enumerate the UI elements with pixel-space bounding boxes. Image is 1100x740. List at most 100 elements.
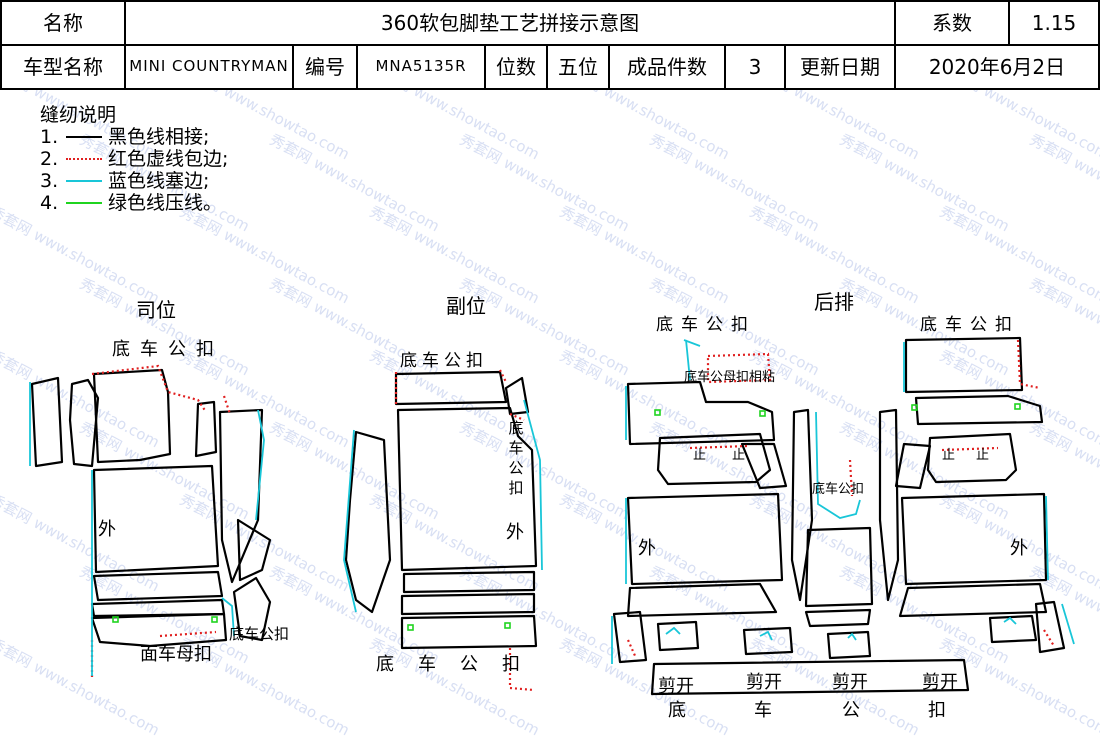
label-cut-1: 剪开 — [658, 676, 694, 697]
legend-num: 3. — [40, 170, 59, 192]
driver-piece-heel — [92, 368, 172, 464]
section-title-driver: 司位 — [136, 298, 176, 322]
driver-piece-side-3 — [236, 518, 272, 582]
label-clip-passenger: 底车公扣 — [400, 351, 488, 371]
driver-piece-side-1 — [194, 400, 218, 458]
passenger-mat-pieces — [344, 370, 538, 650]
red-hem-rear-ends — [626, 629, 1055, 659]
driver-piece-strip-1 — [92, 570, 224, 602]
legend-title: 缝纫说明 — [40, 104, 117, 126]
rear-tunnel-right — [878, 408, 900, 602]
cyan-passenger-left — [343, 429, 357, 613]
rear-left-top — [626, 380, 776, 446]
code-label: 编号 — [292, 44, 358, 90]
legend-line-red — [66, 158, 102, 160]
red-hem-rear-stop-right — [941, 446, 999, 452]
rear-right-top-2 — [914, 394, 1044, 426]
legend-line-black — [66, 136, 102, 138]
name-label: 名称 — [0, 0, 126, 46]
driver-piece-main — [92, 464, 220, 574]
label-outer-driver: 外 — [98, 519, 116, 540]
rear-right-top — [904, 336, 1024, 394]
label-clip-bond: 底车公母扣相粘 — [684, 370, 776, 385]
label-stop-1: 止 — [693, 448, 707, 463]
rear-tunnel-center — [804, 526, 874, 608]
cyan-driver-side — [255, 409, 265, 521]
rear-left-tab — [740, 442, 788, 490]
rear-clip-box-1 — [656, 620, 700, 652]
green-stitch-marks — [112, 403, 1021, 631]
rear-clip-box-3 — [826, 630, 872, 660]
passenger-piece-left — [344, 430, 392, 614]
green-mark — [407, 624, 414, 631]
legend-line-blue — [66, 180, 102, 182]
rear-right-main — [900, 492, 1048, 586]
legend-item-red: 2. 红色虚线包边; — [40, 148, 228, 170]
passenger-piece-corner — [504, 376, 530, 416]
label-bottom-che: 车 — [754, 700, 772, 721]
green-mark — [211, 616, 218, 623]
label-bottom-gong: 公 — [842, 700, 860, 721]
legend-item-black: 1. 黑色线相接; — [40, 126, 228, 148]
count-label: 成品件数 — [608, 44, 726, 90]
red-hem-lines — [90, 339, 1055, 692]
legend-item-green: 4. 绿色线压线。 — [40, 192, 228, 214]
cyan-passenger-right — [523, 399, 543, 571]
label-clip-passenger-vertical: 底车公扣 — [508, 419, 524, 497]
date-value: 2020年6月2日 — [894, 44, 1100, 90]
rear-right-end — [1034, 600, 1066, 654]
green-mark — [1014, 403, 1021, 410]
legend-text: 黑色线相接; — [108, 126, 210, 148]
legend-num: 1. — [40, 126, 59, 148]
legend-line-green — [66, 202, 102, 204]
label-clip-driver-side: 底车公扣 — [229, 625, 290, 643]
rear-tunnel-strip — [804, 608, 872, 628]
sewing-legend: 缝纫说明 1. 黑色线相接; 2. 红色虚线包边; 3. 蓝色线塞边; 4. 绿… — [40, 104, 228, 214]
legend-num: 4. — [40, 192, 59, 214]
driver-piece-left-pad — [68, 378, 100, 468]
rear-clip-box-4 — [988, 614, 1038, 644]
section-title-passenger: 副位 — [446, 294, 486, 318]
green-mark — [654, 409, 661, 416]
label-cut-3: 剪开 — [832, 672, 868, 693]
rear-clip-box-2 — [742, 626, 794, 656]
legend-text: 蓝色线塞边; — [108, 170, 210, 192]
rear-right-tab — [894, 442, 932, 490]
legend-text: 红色虚线包边; — [108, 148, 229, 170]
label-clip-rear-right: 底车公扣 — [920, 315, 1020, 335]
red-hem-passenger-bottom — [508, 648, 535, 692]
label-stop-4: 止 — [976, 448, 990, 463]
green-mark — [911, 404, 918, 411]
rear-left-strip — [626, 582, 778, 618]
rear-tunnel-left — [790, 408, 814, 602]
driver-piece-left-strip — [30, 376, 64, 468]
cyan-rear-right — [1045, 495, 1075, 645]
red-hem-rear-center — [848, 459, 854, 497]
model-value: MINI COUNTRYMAN — [124, 44, 294, 90]
seat-label: 位数 — [484, 44, 548, 90]
rear-right-pad — [926, 432, 1018, 484]
rear-left-main — [626, 492, 784, 586]
red-hem-driver-top — [91, 364, 207, 413]
green-mark — [504, 622, 511, 629]
legend-item-blue: 3. 蓝色线塞边; — [40, 170, 228, 192]
section-title-rear: 后排 — [814, 290, 854, 314]
green-mark — [112, 616, 119, 623]
red-hem-rear-bond — [706, 352, 772, 384]
cyan-clip-marks — [665, 616, 1017, 641]
code-value: MNA5135R — [356, 44, 486, 90]
rear-mat-pieces — [612, 336, 1066, 696]
date-label: 更新日期 — [784, 44, 896, 90]
cyan-driver — [29, 382, 235, 676]
rear-left-end — [612, 610, 648, 664]
green-mark — [759, 410, 766, 417]
coef-label: 系数 — [894, 0, 1010, 46]
count-value: 3 — [724, 44, 786, 90]
driver-piece-side-4 — [232, 576, 272, 642]
driver-piece-bottom — [90, 612, 228, 648]
passenger-piece-strip-1 — [402, 570, 536, 594]
label-outer-rear-right: 外 — [1010, 538, 1028, 559]
rear-right-strip — [898, 582, 1048, 618]
red-hem-passenger-top — [394, 369, 507, 404]
